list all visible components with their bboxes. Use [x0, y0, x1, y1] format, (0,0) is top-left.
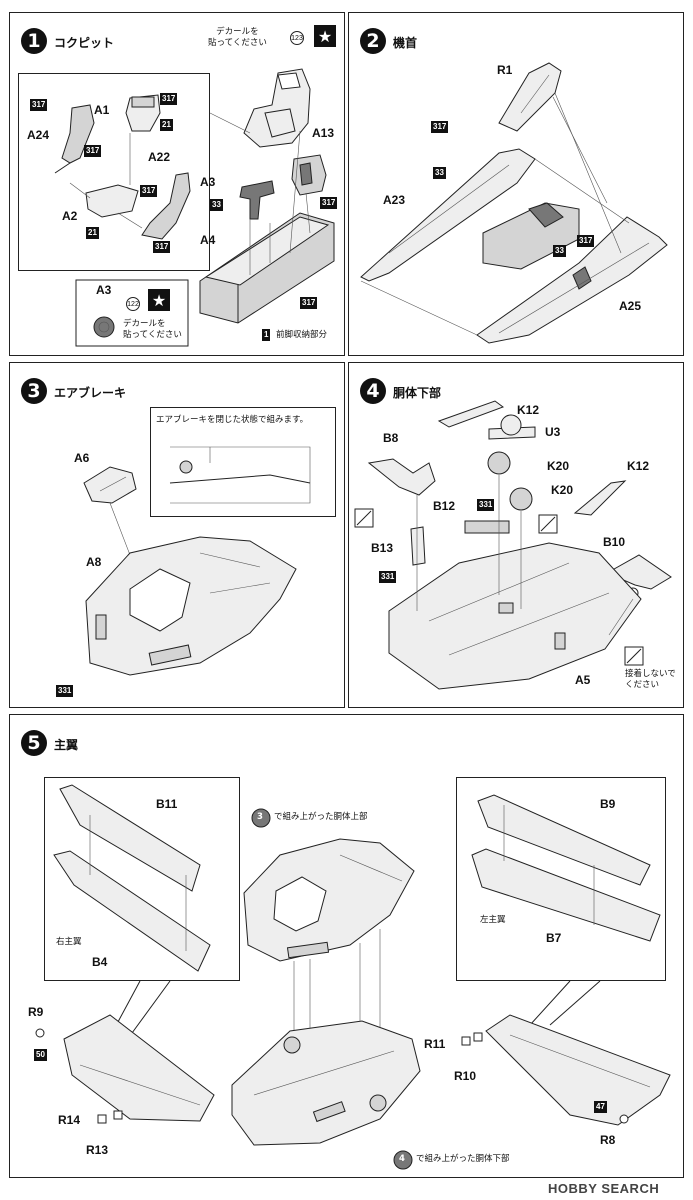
label-a4: A4 [200, 233, 216, 247]
nose-gear-note: 前脚収納部分 [276, 330, 328, 340]
label-b8: B8 [383, 431, 399, 445]
label-k12-right: K12 [627, 459, 650, 473]
color-tag: 317 [320, 197, 338, 209]
step-3-title: エアブレーキ [54, 386, 127, 400]
right-wing-label: 右主翼 [56, 937, 82, 947]
label-a24: A24 [27, 128, 50, 142]
left-wing-label: 左主翼 [480, 915, 506, 925]
color-tag: 1 [262, 329, 271, 341]
color-tag: 33 [433, 167, 446, 179]
lower-ref-num: 4 [399, 1154, 405, 1164]
color-tag: 317 [84, 145, 102, 157]
label-r11: R11 [424, 1037, 446, 1051]
lower-fuselage-art [354, 400, 672, 690]
label-b13: B13 [371, 541, 394, 555]
nose-art [360, 62, 668, 344]
label-a3: A3 [200, 175, 216, 189]
color-tag: 331 [477, 499, 495, 511]
decal-note-top: デカールを 貼ってください [208, 27, 267, 48]
upper-fuselage-ref: で組み上がった胴体上部 [274, 812, 368, 822]
decal-number-122: 122 [126, 297, 140, 311]
color-tag: 317 [30, 99, 48, 111]
label-a8: A8 [86, 555, 102, 569]
color-tag: 317 [160, 93, 178, 105]
step-3-number: 3 [21, 378, 47, 404]
color-tag: 331 [379, 571, 397, 583]
airbrake-note: エアブレーキを閉じた状態で組みます。 [156, 415, 309, 425]
color-tag: 50 [34, 1049, 47, 1061]
airbrake-art [83, 446, 311, 676]
cockpit-art [54, 68, 335, 347]
label-k20-bottom: K20 [551, 483, 574, 497]
label-b7: B7 [546, 931, 562, 945]
step-2-number: 2 [360, 28, 386, 54]
label-a2: A2 [62, 209, 78, 223]
lower-fuselage-ref: で組み上がった胴体下部 [416, 1154, 510, 1164]
decal-note-a3: デカールを 貼ってください [123, 319, 182, 340]
label-a13: A13 [312, 126, 335, 140]
color-tag: 47 [594, 1101, 607, 1113]
color-tag: 317 [577, 235, 595, 247]
label-r9: R9 [28, 1005, 44, 1019]
star-decal-icon: ★ [148, 289, 170, 311]
label-k12-top: K12 [517, 403, 540, 417]
label-b12: B12 [433, 499, 456, 513]
label-r10: R10 [454, 1069, 477, 1083]
label-a22: A22 [148, 150, 171, 164]
color-tag: 317 [300, 297, 318, 309]
label-r1: R1 [497, 63, 513, 77]
label-a1: A1 [94, 103, 110, 117]
label-u3: U3 [545, 425, 561, 439]
label-b4: B4 [92, 955, 108, 969]
step-5-number: 5 [21, 730, 47, 756]
seat-parts-box [18, 73, 210, 271]
step-4-panel: 4 胴体下部 [348, 362, 684, 708]
step-1-panel: 1 コクピット [9, 12, 345, 356]
step-4-title: 胴体下部 [393, 386, 442, 400]
color-tag: 331 [56, 685, 74, 697]
step-2-title: 機首 [393, 36, 418, 50]
watermark: HOBBY SEARCH [548, 1181, 660, 1196]
step-4-number: 4 [360, 378, 386, 404]
label-a23: A23 [383, 193, 406, 207]
decal-number-123: 123 [290, 31, 304, 45]
label-b10: B10 [603, 535, 626, 549]
label-b9: B9 [600, 797, 616, 811]
label-a6: A6 [74, 451, 90, 465]
no-glue-note: 接着しないで ください [625, 669, 676, 690]
color-tag: 21 [86, 227, 99, 239]
label-a5: A5 [575, 673, 591, 687]
label-a25: A25 [619, 299, 642, 313]
airbrake-note-box [150, 407, 336, 517]
upper-ref-num: 3 [257, 812, 263, 822]
label-r13: R13 [86, 1143, 109, 1157]
label-k20-top: K20 [547, 459, 570, 473]
inset-a3-title: A3 [96, 283, 112, 297]
color-tag: 33 [210, 199, 223, 211]
color-tag: 317 [153, 241, 171, 253]
step-3-panel: 3 エアブレーキ エアブレーキを閉じた状態で組みます。 A6 A8 331 [9, 362, 345, 708]
step-5-title: 主翼 [54, 738, 79, 752]
main-wing-art [35, 784, 671, 1170]
label-r8: R8 [600, 1133, 616, 1147]
color-tag: 33 [553, 245, 566, 257]
step-1-number: 1 [21, 28, 47, 54]
step-5-panel: 5 主翼 [9, 714, 684, 1178]
label-r14: R14 [58, 1113, 81, 1127]
color-tag: 317 [431, 121, 449, 133]
color-tag: 317 [140, 185, 158, 197]
step-1-title: コクピット [54, 36, 115, 50]
star-decal-icon: ★ [314, 25, 336, 47]
step-2-panel: 2 機首 R1 A23 A25 317 33 33 317 [348, 12, 684, 356]
label-b11: B11 [156, 797, 178, 811]
color-tag: 21 [160, 119, 173, 131]
